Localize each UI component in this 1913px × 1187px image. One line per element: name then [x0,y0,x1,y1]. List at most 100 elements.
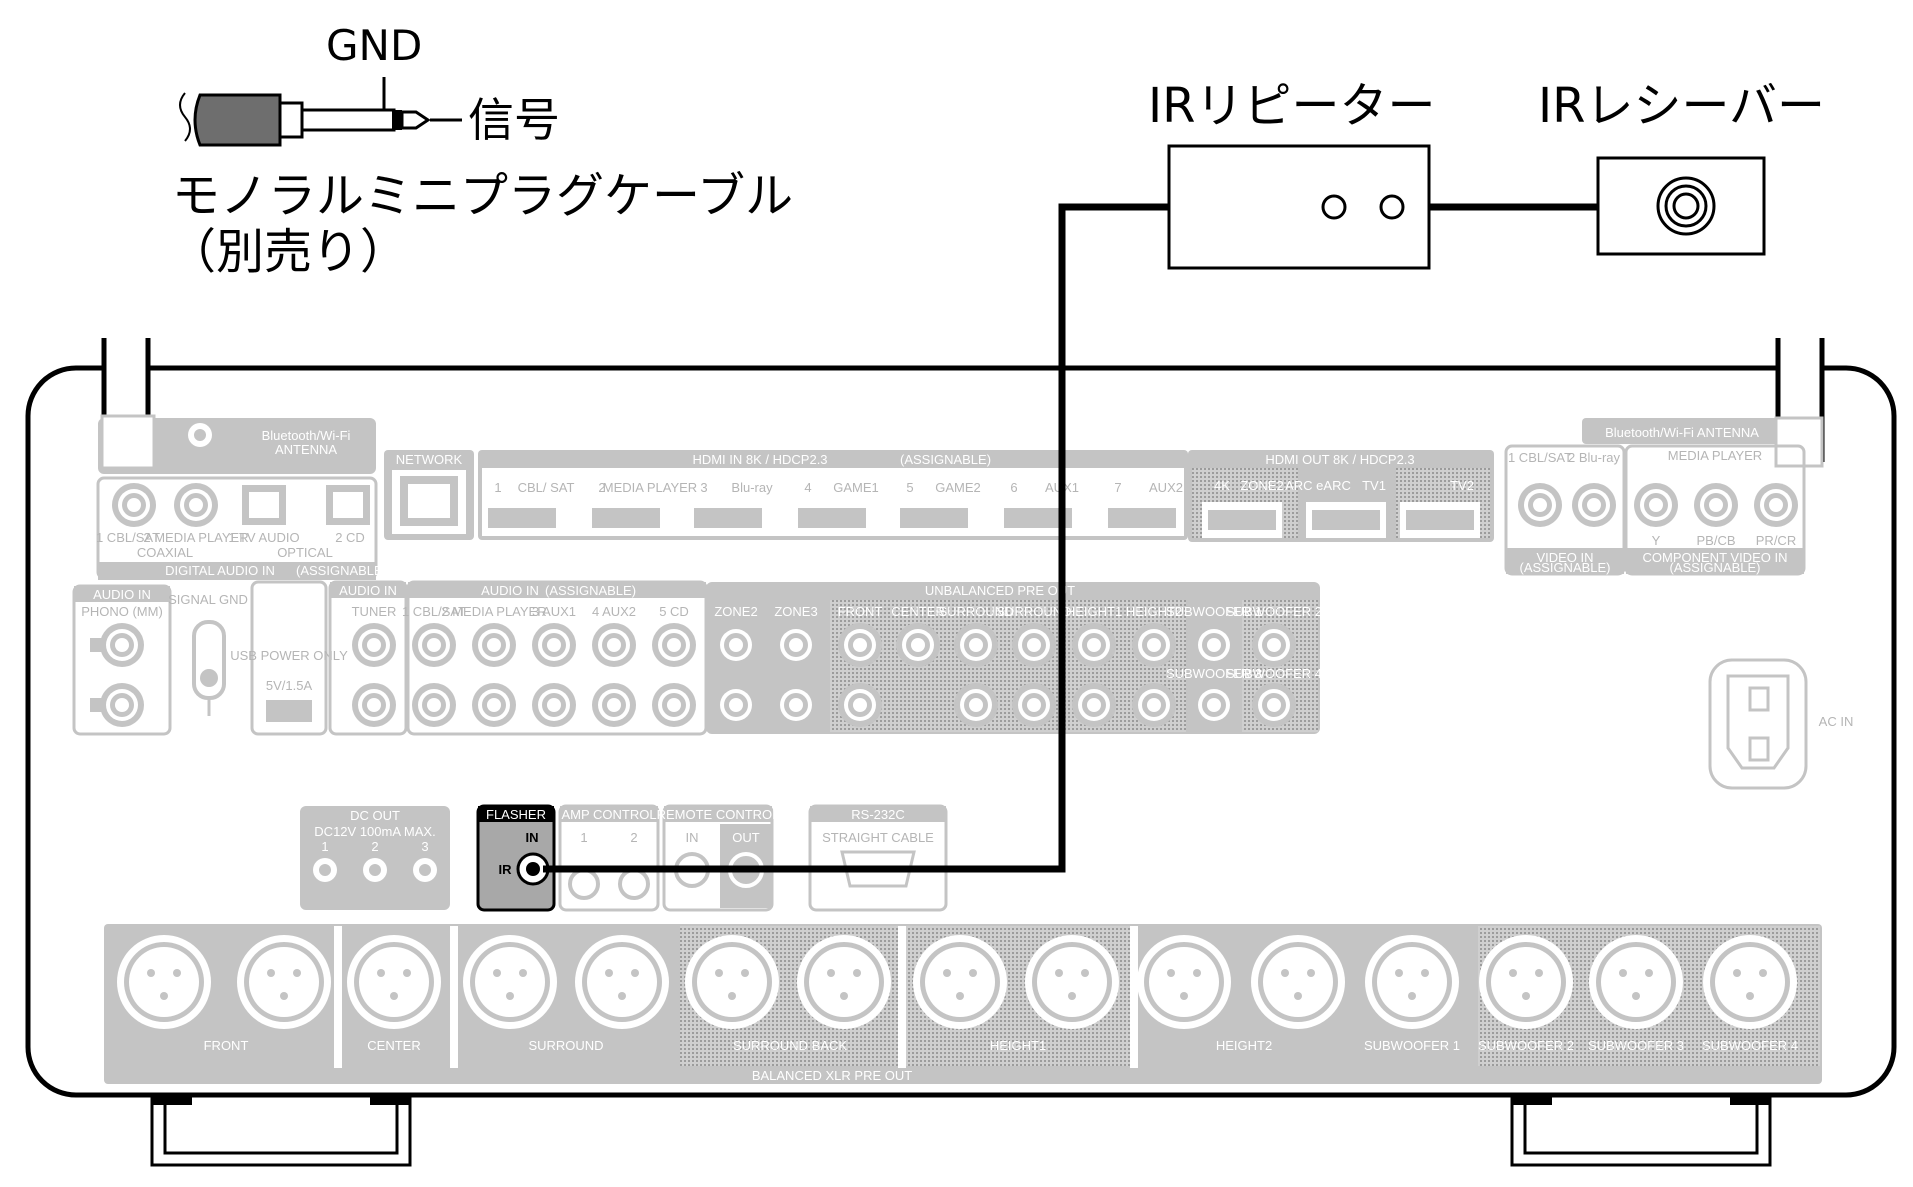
hdmi-out-port-label: TV2 [1450,478,1474,493]
xlr-jack [913,935,1007,1029]
xlr-jack [575,935,669,1029]
pre-out-jack [838,623,882,667]
zone-jack [774,623,818,667]
xlr-label: SUBWOOFER 1 [1364,1038,1460,1053]
network-label: NETWORK [396,452,463,467]
phono-header: AUDIO IN [93,587,151,602]
rs232c-label: RS-232C [851,807,904,822]
digital-audio-in-label: DIGITAL AUDIO IN [165,563,275,578]
audio-in-port-label: 4 AUX2 [592,604,636,619]
rs232c-block: RS-232C STRAIGHT CABLE [808,804,948,912]
hdmi-out-port-label: TV1 [1362,478,1386,493]
hdmi-in-port-name: GAME2 [935,480,981,495]
amp-port-label: 1 [580,830,587,845]
hdmi-out-port-label: ZONE2 [1240,478,1283,493]
usb-rating: 5V/1.5A [266,678,313,693]
video-in-jack [1572,483,1616,527]
digital-port-label: 2 MEDIA PLAYER [143,530,248,545]
pre-out-port-label: SUBWOOFER 2 [1226,604,1322,619]
audio-in-jack [592,623,636,667]
sub-lower-label: SUBWOOFER 3 [1166,666,1262,681]
xlr-jack [1251,935,1345,1029]
optical-label: OPTICAL [277,545,333,560]
pre-out-port-label: HEIGHT2 [1126,604,1182,619]
audio-in-assignable: (ASSIGNABLE) [545,583,636,598]
digital-port-label: 2 CD [335,530,365,545]
pre-out-port-label: CENTER [891,604,944,619]
audio-in-label: AUDIO IN [481,583,539,598]
digital-audio-in-block: DIGITAL AUDIO IN (ASSIGNABLE) COAXIAL OP… [96,476,387,580]
hdmi-out-port-label: ARC eARC [1285,478,1351,493]
xlr-jack [1365,935,1459,1029]
pre-out-port-label: SUBWOOFER 1 [1166,604,1262,619]
audio-in-jack [412,683,456,727]
pre-out-port-label: SURROUND [938,604,1013,619]
xlr-jack [797,935,891,1029]
hdmi-in-port-number: 1 [494,480,501,495]
hdmi-in-port-name: CBL/ SAT [518,480,575,495]
audio-in-port-label: 5 CD [659,604,689,619]
xlr-jack [237,935,331,1029]
dc-out-label: DC OUT [350,808,400,823]
pre-out-jack [896,623,940,667]
ir-receiver-label: IRレシーバー [1538,78,1825,134]
audio-in-jack [652,623,696,667]
component-header: MEDIA PLAYER [1668,448,1762,463]
hdmi-out-label: HDMI OUT 8K / HDCP2.3 [1265,452,1414,467]
xlr-label: HEIGHT2 [1216,1038,1272,1053]
digital-port-label: 1 CBL/SAT [96,530,160,545]
hdmi-in-port-number: 5 [906,480,913,495]
component-label: COMPONENT VIDEO IN [1643,550,1788,565]
tuner-block: AUDIO IN TUNER [328,580,408,736]
network-port: NETWORK [384,450,474,540]
unbalanced-pre-out-label: UNBALANCED PRE OUT [925,583,1075,598]
hdmi-in-port-number: 2 [598,480,605,495]
xlr-jack [1025,935,1119,1029]
xlr-label: FRONT [204,1038,249,1053]
ac-inlet: AC IN [1708,658,1854,790]
hdmi-in-port [586,500,666,536]
pre-out-jack [1252,623,1296,667]
xlr-jack [117,935,211,1029]
cable-name: モノラルミニプラグケーブル [172,168,793,224]
ac-in-label: AC IN [1819,714,1854,729]
video-in-label: VIDEO IN [1536,550,1593,565]
coaxial-jack [112,483,156,527]
flasher-label: FLASHER [486,807,546,822]
tuner-header: AUDIO IN [339,583,397,598]
component-port-label: PR/CR [1756,533,1796,548]
pre-out-jack [1132,683,1176,727]
xlr-label: SUBWOOFER 2 [1478,1038,1574,1053]
pre-out-port-label: HEIGHT1 [1066,604,1122,619]
hdmi-in-port [894,500,974,536]
hdmi-out-port [1306,502,1386,538]
hdmi-in-port-number: 4 [804,480,811,495]
ir-receiver-sensor-icon [1656,176,1716,236]
bt-left-label-1: Bluetooth/Wi-Fi [262,428,351,443]
zone-jack [714,683,758,727]
component-video-block: MEDIA PLAYER COMPONENT VIDEO IN (ASSIGNA… [1624,444,1806,576]
audio-in-jack [412,623,456,667]
hdmi-in-port-name: Blu-ray [731,480,773,495]
amp-control-label: AMP CONTROL [561,807,656,822]
pre-out-jack [1252,683,1296,727]
hdmi-in-port-name: MEDIA PLAYER [603,480,697,495]
audio-in-jack [472,683,516,727]
hdmi-in-port-number: 7 [1114,480,1121,495]
xlr-label: HEIGHT1 [990,1038,1046,1053]
hdmi-out-port [1202,502,1282,538]
bt-right-label: Bluetooth/Wi-Fi ANTENNA [1605,425,1759,440]
pre-out-jack [1132,623,1176,667]
balanced-label: BALANCED XLR PRE OUT [752,1068,912,1083]
usb-power-port: USB POWER ONLY 5V/1.5A [230,580,348,736]
usb-label: USB POWER ONLY [230,648,348,663]
pre-out-jack [1192,683,1236,727]
phono-label: PHONO (MM) [81,604,163,619]
hdmi-out-port [1400,502,1480,538]
xlr-label: SURROUND [528,1038,603,1053]
video-in-port-label: 1 CBL/SAT [1508,450,1572,465]
audio-in-jack [652,683,696,727]
